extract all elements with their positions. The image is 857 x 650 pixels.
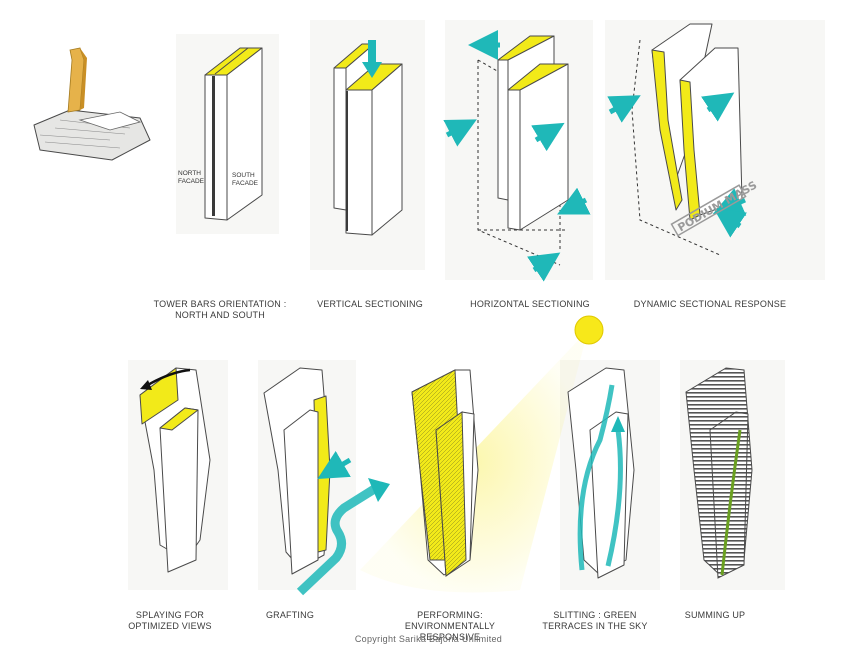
performing-figure [411, 369, 479, 577]
step-caption: HORIZONTAL SECTIONING [470, 299, 590, 309]
south-facade-label: SOUTH FACADE [232, 172, 259, 187]
step-caption: GRAFTING [265, 610, 315, 620]
arrow-down [368, 40, 376, 64]
tower-bars-orientation-figure [204, 47, 263, 221]
sun-icon [574, 315, 604, 345]
copyright-text: Copyright Sarika Bajoria Unlimited [354, 634, 503, 644]
horizontal-sectioning-figure [443, 30, 591, 282]
step-caption: SLITTING : GREEN TERRACES IN THE SKY [542, 610, 648, 631]
site-model-thumbnail [33, 47, 151, 161]
grafting-figure [263, 367, 390, 596]
step-caption: SUMMING UP [684, 610, 746, 620]
step-caption: DYNAMIC SECTIONAL RESPONSE [633, 299, 787, 309]
vertical-sectioning-figure [333, 40, 403, 236]
slitting-figure [567, 367, 635, 579]
north-facade-label: NORTH FACADE [178, 170, 205, 185]
summing-up-figure [685, 367, 753, 579]
step-caption: PERFORMING: ENVIRONMENTALLY RESPONSIVE [404, 610, 496, 642]
step-caption: SPLAYING FOR OPTIMIZED VIEWS [128, 610, 212, 631]
splaying-figure [139, 367, 211, 573]
step-caption: VERTICAL SECTIONING [317, 299, 423, 309]
step-caption: TOWER BARS ORIENTATION : NORTH AND SOUTH [153, 299, 287, 320]
